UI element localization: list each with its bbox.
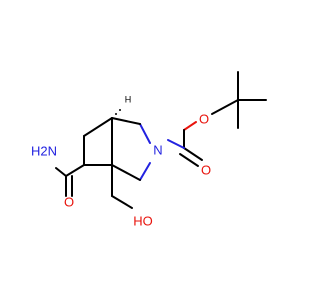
- bond-ring-top: [111, 117, 141, 125]
- bond-co-1: [183, 147, 203, 161]
- atom-ring-nitrogen: N: [153, 142, 162, 157]
- bond-n-c-top: [139, 123, 151, 144]
- atom-amide-oxygen: O: [64, 194, 74, 209]
- bond-tbu-to-o: [211, 99, 239, 115]
- atom-hydroxyl: HO: [133, 213, 153, 228]
- bond-cb-top: [83, 117, 113, 137]
- bond-c-n: [167, 139, 185, 149]
- bond-n-c-bottom: [139, 162, 151, 181]
- atom-ester-oxygen: O: [199, 111, 209, 126]
- atom-amide-nitrogen: H2N: [31, 143, 57, 158]
- bond-ring-bottom: [111, 164, 141, 181]
- stereo-hash-h: [111, 109, 121, 119]
- bond-ch2-o: [111, 195, 133, 209]
- stereo-h-label: H: [125, 94, 132, 104]
- bond-o-c: [183, 121, 197, 131]
- bond-amide-n: [55, 167, 67, 177]
- bond-co-2: [179, 153, 199, 167]
- molecule-canvas: O O N H2N O HO H: [30, 71, 267, 229]
- bond-amide-c: [65, 164, 85, 177]
- atom-carbonyl-oxygen: O: [201, 162, 211, 177]
- structure-diagram: O O N H2N O HO H: [31, 71, 267, 228]
